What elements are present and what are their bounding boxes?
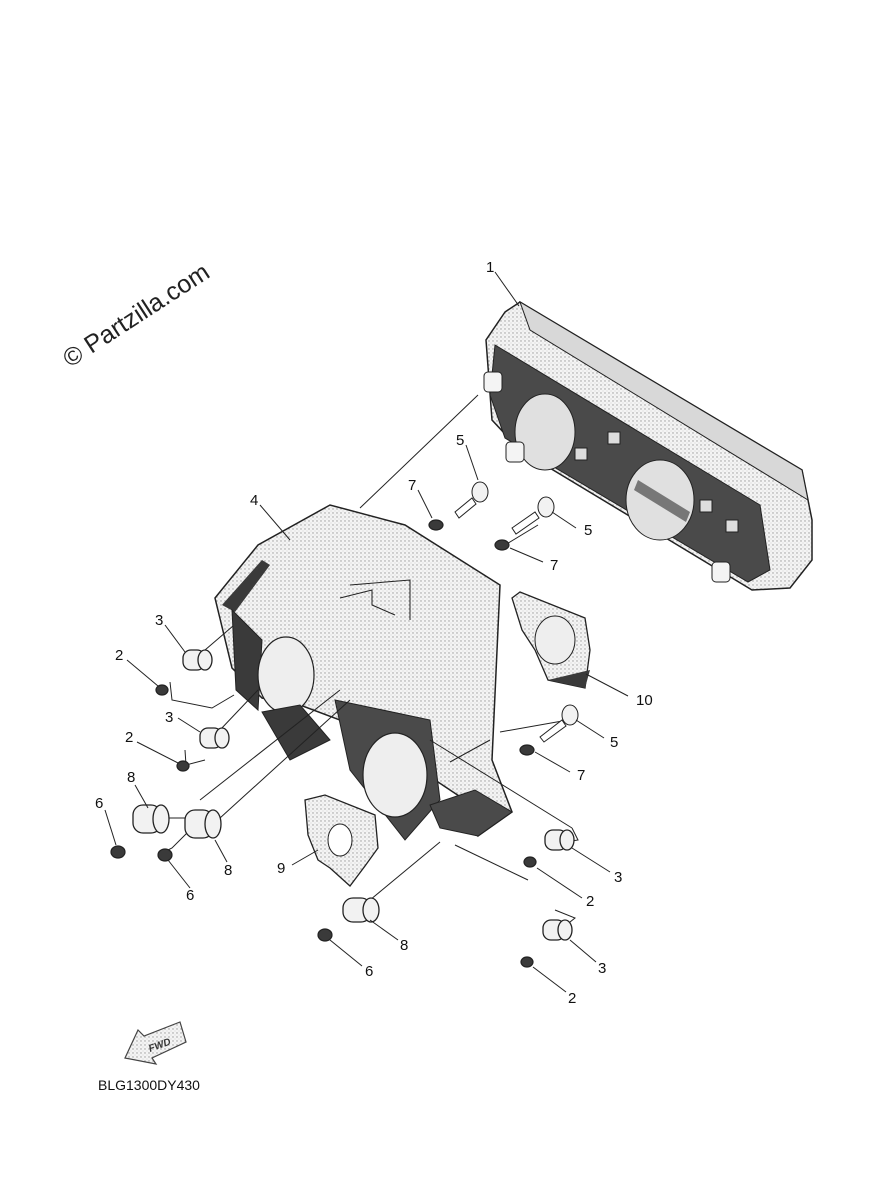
grommets bbox=[132, 804, 380, 923]
small-rings bbox=[110, 684, 537, 968]
fwd-arrow-icon: FWD bbox=[124, 1021, 187, 1065]
callout-3a: 3 bbox=[155, 612, 163, 629]
callout-5a: 5 bbox=[456, 432, 464, 449]
meter-housing bbox=[214, 504, 513, 841]
callout-10: 10 bbox=[636, 692, 653, 709]
callout-5b: 5 bbox=[584, 522, 592, 539]
callout-4: 4 bbox=[250, 492, 258, 509]
callout-8b: 8 bbox=[224, 862, 232, 879]
callout-2a: 2 bbox=[115, 647, 123, 664]
callout-7c: 7 bbox=[577, 767, 585, 784]
callout-labels: 1 5 7 5 7 4 10 3 2 3 5 2 7 8 6 8 6 9 3 2… bbox=[95, 259, 653, 1007]
callout-2b: 2 bbox=[125, 729, 133, 746]
callout-3b: 3 bbox=[165, 709, 173, 726]
meter-bosses bbox=[483, 371, 739, 583]
callout-8a: 8 bbox=[127, 769, 135, 786]
screw-5-a bbox=[454, 481, 489, 519]
callout-6c: 6 bbox=[365, 963, 373, 980]
callout-9: 9 bbox=[277, 860, 285, 877]
callout-3d: 3 bbox=[598, 960, 606, 977]
watermark-text: © Partzilla.com bbox=[58, 258, 215, 373]
screw-5-b bbox=[511, 496, 555, 535]
callout-2c: 2 bbox=[586, 893, 594, 910]
callout-8c: 8 bbox=[400, 937, 408, 954]
callout-1: 1 bbox=[486, 259, 494, 276]
cover-part bbox=[511, 591, 591, 689]
plate-part bbox=[304, 794, 379, 887]
callout-5c: 5 bbox=[610, 734, 618, 751]
callout-6b: 6 bbox=[186, 887, 194, 904]
callout-7a: 7 bbox=[408, 477, 416, 494]
collars bbox=[182, 649, 575, 941]
callout-7b: 7 bbox=[550, 557, 558, 574]
washers bbox=[428, 519, 535, 756]
explode-lines bbox=[157, 394, 579, 927]
screw-5-c bbox=[539, 704, 579, 743]
callout-2d: 2 bbox=[568, 990, 576, 1007]
meter-assembly bbox=[483, 300, 813, 591]
callout-leaders bbox=[104, 271, 629, 993]
screws bbox=[454, 481, 579, 743]
callout-3c: 3 bbox=[614, 869, 622, 886]
diagram-code: BLG1300DY430 bbox=[98, 1077, 200, 1093]
callout-6a: 6 bbox=[95, 795, 103, 812]
